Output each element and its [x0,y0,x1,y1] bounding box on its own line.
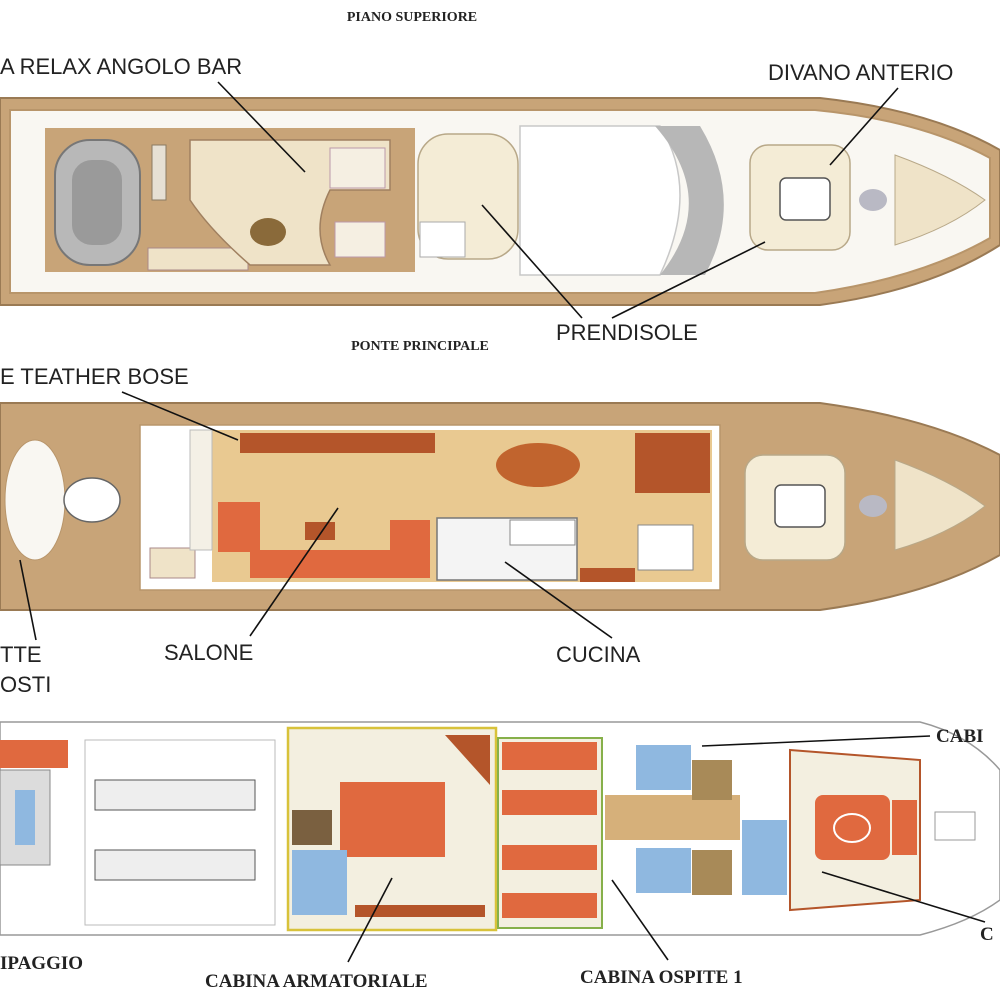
label-left-2: OSTI [0,672,51,697]
storage-2 [692,850,732,895]
label-sunbed: PRENDISOLE [556,320,698,345]
label-front-sofa: DIVANO ANTERIO [768,60,953,85]
tender-boat-inner [72,160,122,245]
guest-bath-2 [636,848,691,893]
bow-sunpad-main [894,459,986,551]
leader-kitchen [504,561,613,639]
engine-1 [94,779,256,811]
lower-deck-plan [0,721,1000,936]
aft-sofa [4,439,66,561]
leader-guest-cabin-1 [611,879,669,961]
front-sofa-table [779,177,831,221]
label-crew: IPAGGIO [0,953,83,974]
leader-speakers [121,391,239,441]
engine-room [84,739,276,926]
salon-side-chair [390,520,430,555]
guest-bed-3 [502,845,597,870]
salon-coffee-table [305,522,335,540]
salon-sofa-top [240,433,435,453]
helm-station [637,524,694,571]
bar-table [250,218,286,246]
corridor-stairs [605,795,740,840]
owner-desk [292,810,332,845]
crew-bath [15,790,35,845]
heading-upper-deck: PIANO SUPERIORE [347,10,477,25]
leader-c-right [821,871,986,923]
label-cabin-right: CABI [936,726,984,747]
stairs-main [149,547,196,579]
crew-bunk [0,740,68,768]
hatch-main [859,495,887,517]
label-owner-cabin: CABINA ARMATORIALE [205,971,428,992]
vip-nightstand [892,800,917,855]
engine-2 [94,849,256,881]
hatch [859,189,887,211]
leader-sunbed-2 [611,241,766,319]
label-relax-bar: A RELAX ANGOLO BAR [0,54,242,79]
label-c-right: C [980,924,994,945]
label-speakers: E TEATHER BOSE [0,364,189,389]
windshield [655,126,724,275]
guest-bed-2 [502,790,597,815]
label-guest-cabin-1: CABINA OSPITE 1 [580,967,743,988]
sunbed-seat [419,221,466,258]
bar-seat [334,221,386,258]
fore-table-main [774,484,826,528]
forepeak [934,811,976,841]
vip-bed [815,795,890,860]
stairs-upper [147,247,249,271]
guest-bed-4 [502,893,597,918]
leader-sunbed-1 [481,204,583,319]
guest-bed-1 [502,742,597,770]
label-lounge: SALONE [164,640,253,665]
owner-dresser [355,905,485,917]
bow-sunpad [894,154,986,246]
storage-1 [692,760,732,800]
leader-owner-cabin [347,877,393,963]
bar-counter [329,147,386,189]
label-kitchen: CUCINA [556,642,641,667]
guest-bath-1 [636,745,691,790]
owner-bed [340,782,445,857]
hardtop [519,125,681,276]
dining-table [496,443,580,487]
leader-lounge [249,507,339,637]
aft-table [63,477,121,523]
main-deck-plan [0,402,1000,611]
upper-deck-plan [0,97,1000,306]
vip-bed-pillow [833,813,871,843]
dining-sideboard [635,433,710,493]
owner-wardrobe [445,735,490,785]
aft-door [189,429,213,551]
galley-counter [509,519,576,546]
leader-cabin-right [701,735,931,747]
label-left-1: TTE [0,642,42,667]
leader-relax-bar [217,81,306,173]
leader-front-sofa [829,87,899,166]
crane [151,144,167,201]
vip-bath [742,820,787,895]
heading-main-deck: PONTE PRINCIPALE [351,339,489,354]
owner-bath [292,850,347,915]
galley-table [580,568,635,582]
salon-armchair [218,502,260,552]
leader-left [19,559,37,641]
